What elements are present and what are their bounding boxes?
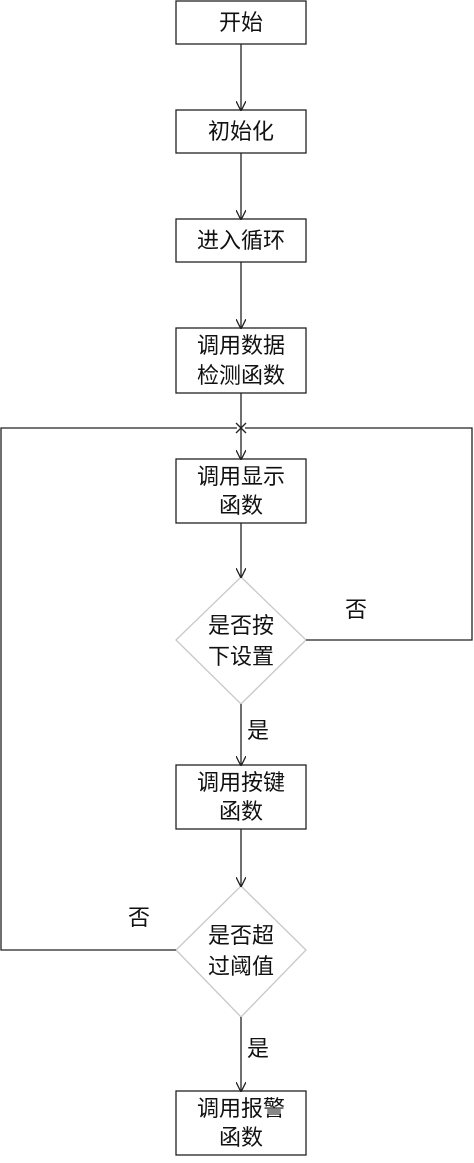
label-threshold-yes: 是 — [247, 1037, 269, 1062]
node-start-line-1: 开始 — [219, 11, 263, 36]
node-init: 初始化 — [175, 109, 307, 154]
node-decision-threshold-line-1: 是否超 — [208, 924, 274, 949]
node-key: 调用按键 函数 — [175, 764, 307, 830]
edge-decision-threshold-no-loopback — [0, 427, 237, 951]
node-decision-setting-line-1: 是否按 — [208, 614, 274, 639]
label-setting-no: 否 — [345, 598, 367, 623]
edge-decision-setting-no-loopback — [245, 427, 473, 641]
node-decision-threshold-line-2: 过阈值 — [208, 955, 274, 980]
node-key-line-2: 函数 — [219, 800, 263, 825]
node-detect-line-2: 检测函数 — [197, 364, 285, 389]
node-display-line-2: 函数 — [219, 494, 263, 519]
label-threshold-no: 否 — [128, 906, 150, 931]
node-decision-setting: 是否按 下设置 — [175, 576, 307, 705]
node-loop-line-1: 进入循环 — [197, 229, 285, 254]
node-alarm: 调用报警 函数 — [175, 1090, 307, 1156]
node-decision-setting-line-2: 下设置 — [208, 645, 274, 670]
label-setting-yes: 是 — [247, 719, 269, 744]
node-detect: 调用数据 检测函数 — [175, 327, 307, 394]
junction-mark-b — [235, 422, 247, 434]
node-start: 开始 — [175, 0, 307, 45]
node-key-line-1: 调用按键 — [197, 771, 285, 796]
node-alarm-line-1: 调用报警 — [197, 1097, 285, 1122]
node-detect-line-1: 调用数据 — [197, 334, 285, 359]
node-display-line-1: 调用显示 — [197, 465, 285, 490]
node-display: 调用显示 函数 — [175, 458, 307, 524]
node-init-line-1: 初始化 — [208, 120, 274, 145]
node-decision-threshold: 是否超 过阈值 — [175, 885, 307, 1018]
node-alarm-line-2: 函数 — [219, 1126, 263, 1151]
node-loop: 进入循环 — [175, 218, 307, 263]
